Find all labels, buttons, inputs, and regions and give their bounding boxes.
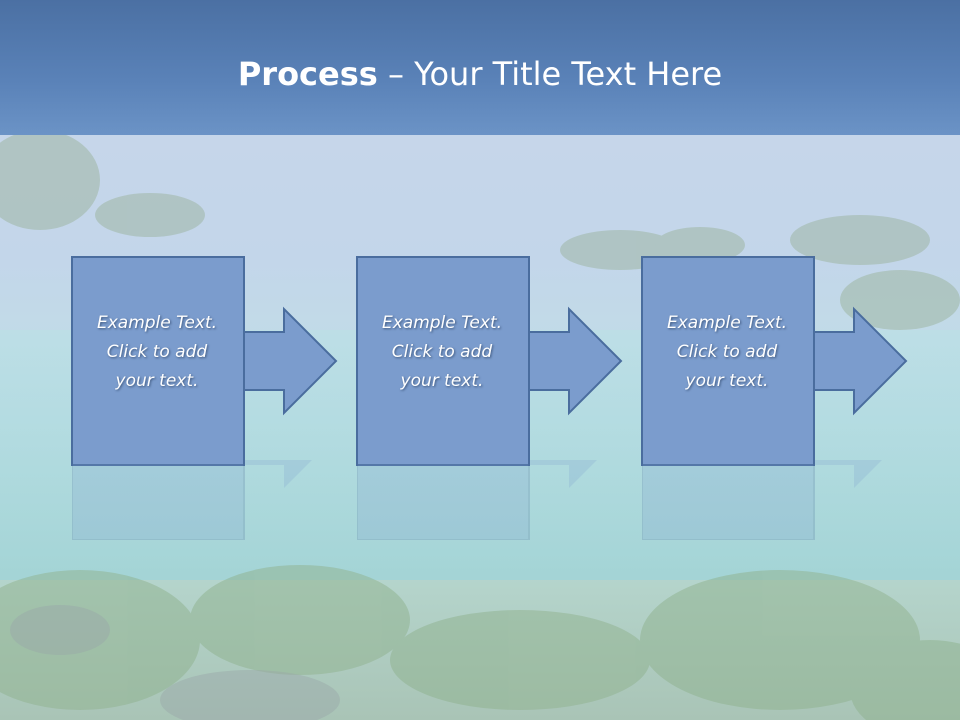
step-2-shape — [356, 256, 623, 466]
process-step-3[interactable]: Example Text. Click to add your text. — [641, 256, 912, 467]
step-1-text[interactable]: Example Text. Click to add your text. — [72, 309, 242, 396]
step-3-text[interactable]: Example Text. Click to add your text. — [642, 309, 812, 396]
step-2-line-3: your text. — [400, 371, 484, 391]
step-3-reflection — [642, 460, 912, 540]
step-2-arrow — [524, 306, 623, 416]
step-1-reflection — [72, 460, 342, 540]
step-1-line-2: Click to add — [106, 342, 208, 362]
step-1-arrow — [239, 306, 338, 416]
step-1-box — [71, 256, 245, 466]
step-2-line-1: Example Text. — [381, 313, 503, 333]
process-step-2[interactable]: Example Text. Click to add your text. — [356, 256, 627, 467]
slide-title[interactable]: Process – Your Title Text Here — [0, 52, 960, 96]
title-bold: Process — [237, 55, 378, 93]
step-3-line-1: Example Text. — [666, 313, 788, 333]
step-3-box — [641, 256, 815, 466]
title-rest: – Your Title Text Here — [377, 55, 723, 93]
title-bar — [0, 0, 960, 135]
step-2-line-2: Click to add — [391, 342, 493, 362]
step-3-arrow — [809, 306, 908, 416]
step-3-line-2: Click to add — [676, 342, 778, 362]
step-2-box — [356, 256, 530, 466]
step-2-text[interactable]: Example Text. Click to add your text. — [357, 309, 527, 396]
step-1-shape — [71, 256, 338, 466]
step-1-line-3: your text. — [115, 371, 199, 391]
step-3-line-3: your text. — [685, 371, 769, 391]
step-1-line-1: Example Text. — [96, 313, 218, 333]
step-2-reflection — [357, 460, 627, 540]
process-step-1[interactable]: Example Text. Click to add your text. — [71, 256, 342, 467]
step-3-shape — [641, 256, 908, 466]
